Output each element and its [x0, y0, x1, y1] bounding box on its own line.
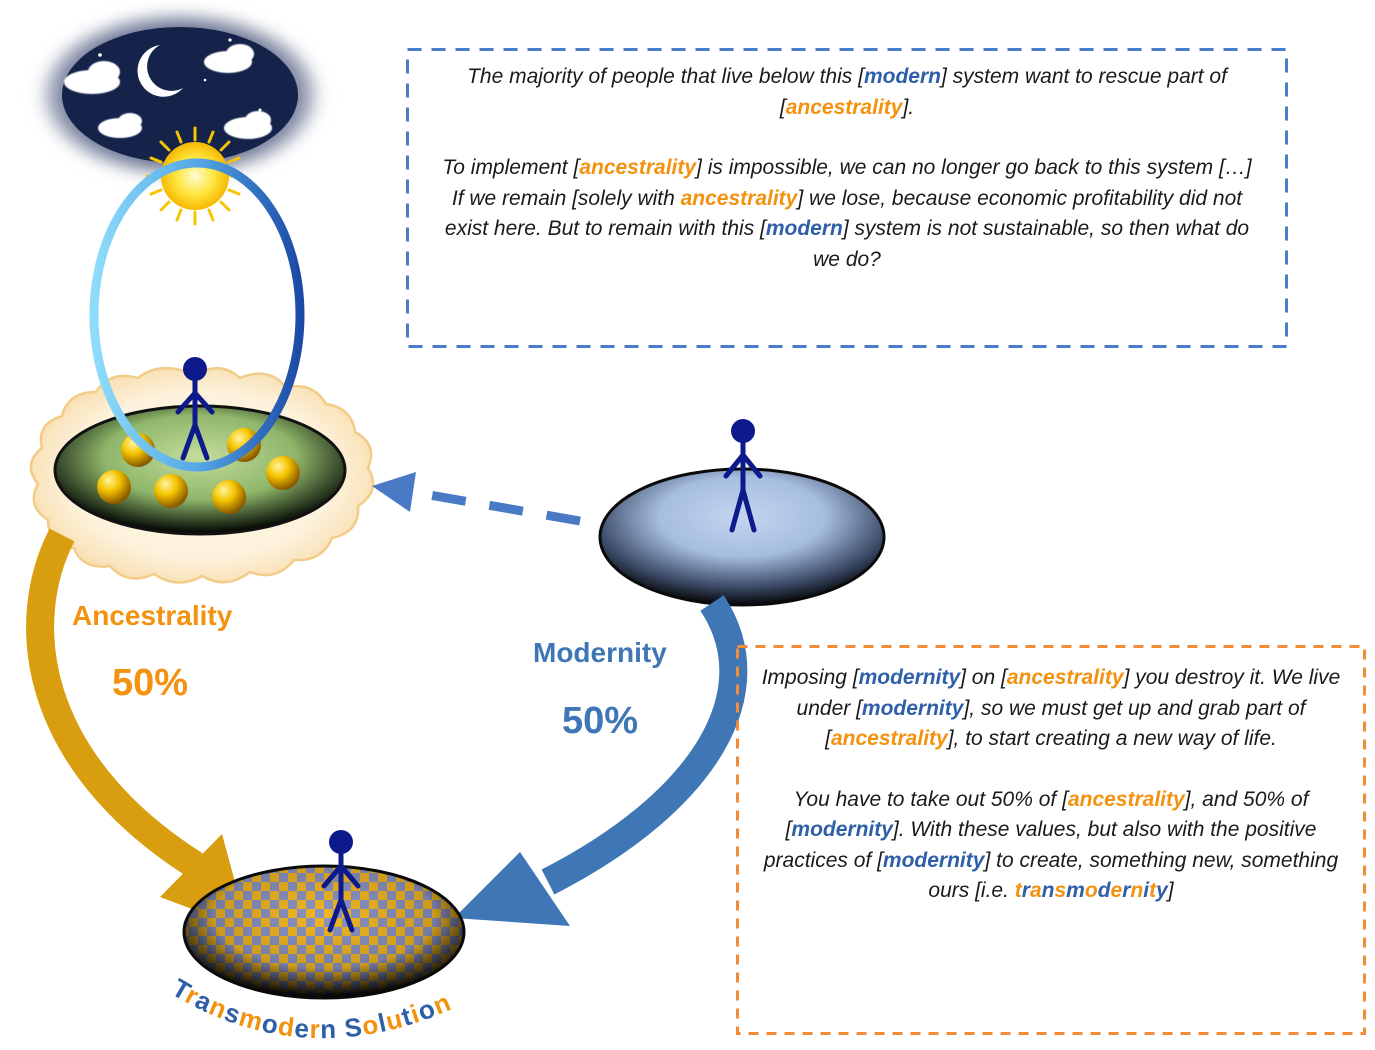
keyword-ancestrality: ancestrality: [830, 727, 948, 750]
keyword-modern: modern: [765, 217, 843, 240]
keyword-modern: modern: [863, 65, 941, 88]
ancestrality-label: Ancestrality: [72, 600, 233, 631]
transmodern-platform: [182, 864, 466, 1000]
cycle-ring: [89, 158, 305, 472]
keyword-modern: modernity: [861, 696, 964, 720]
keyword-ancestrality: ancestrality: [680, 186, 798, 210]
cloud-icon: [64, 44, 272, 139]
quote-bottom-paragraph-2: You have to take out 50% of [ancestralit…: [763, 787, 1339, 903]
keyword-transmodernity: transmodernity: [1014, 879, 1168, 902]
quote-box-bottom-border: [736, 645, 1366, 1035]
keyword-ancestrality: ancestrality: [1006, 666, 1124, 689]
quote-top-paragraph-1: The majority of people that live below t…: [467, 65, 1227, 119]
modernity-label: Modernity: [533, 637, 667, 668]
dashed-arrow-modernity-to-ancestrality: [372, 472, 581, 526]
quote-box-bottom: Imposing [modernity] on [ancestrality] y…: [736, 645, 1366, 1035]
keyword-modern: modernity: [858, 666, 961, 689]
person-icon-modernity: [723, 419, 763, 533]
person-icon-transmodern: [321, 830, 361, 933]
quote-top-paragraph-2: To implement [ancestrality] is impossibl…: [442, 156, 1252, 271]
arrow-ancestrality-to-transmodern: [26, 528, 248, 930]
keyword-modern: modernity: [791, 818, 893, 841]
keyword-modern: modernity: [882, 848, 985, 872]
arrow-modernity-to-transmodern: [454, 595, 748, 926]
ancestrality-percent: 50%: [112, 662, 189, 704]
transmodern-label: Transmodern Solutions: [0, 0, 456, 1044]
modernity-percent: 50%: [562, 700, 639, 742]
keyword-ancestrality: ancestrality: [579, 156, 697, 179]
transmodern-label-text: Transmodern Solutions: [0, 0, 456, 1044]
person-icon-ancestrality: [175, 357, 215, 461]
moon-icon: [137, 45, 183, 97]
keyword-ancestrality: ancestrality: [1067, 787, 1185, 811]
quote-box-top-border: [406, 48, 1288, 348]
quote-box-top: The majority of people that live below t…: [406, 48, 1288, 348]
keyword-ancestrality: ancestrality: [785, 95, 903, 119]
quote-bottom-paragraph-1: Imposing [modernity] on [ancestrality] y…: [761, 666, 1341, 750]
